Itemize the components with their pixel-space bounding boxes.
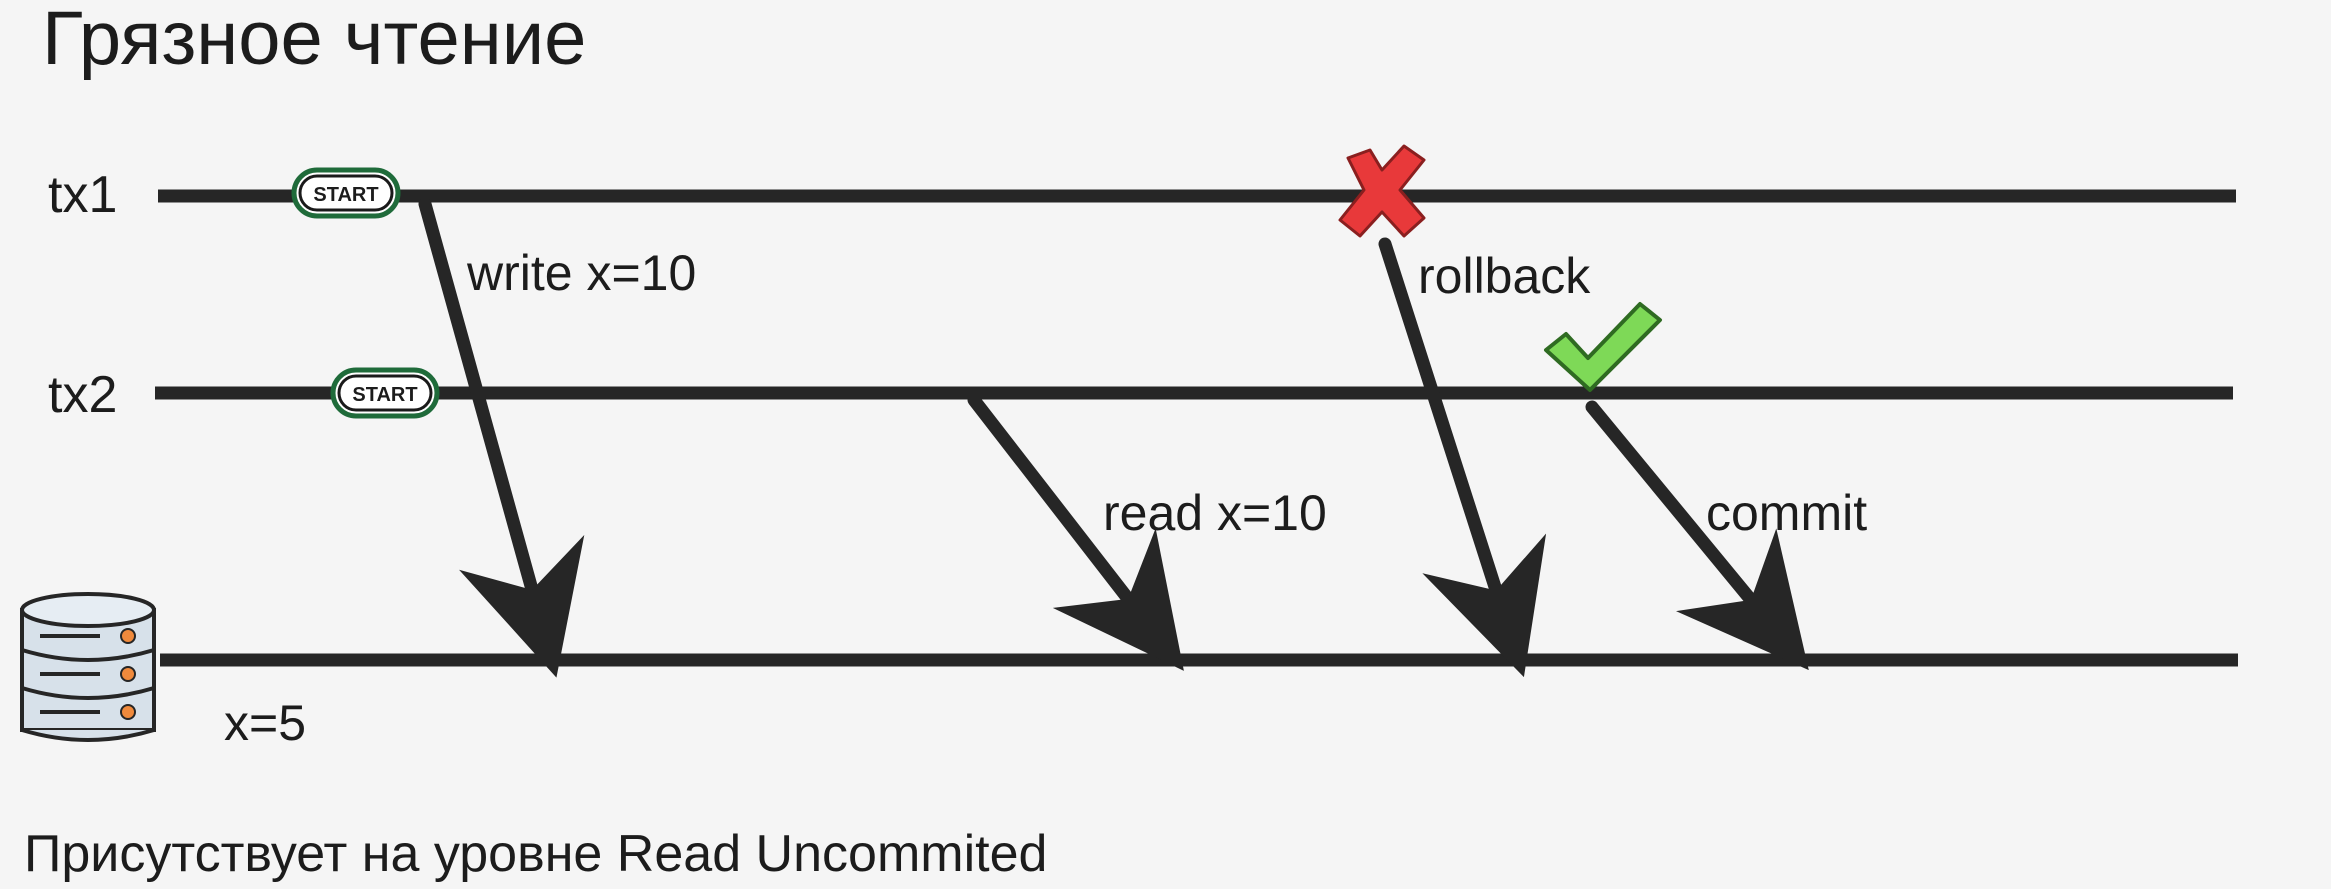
lane-label-tx2: tx2 — [48, 366, 117, 424]
tx2-start-label: START — [352, 384, 417, 406]
tx2-start-badge: START — [330, 367, 440, 419]
database-value-label: x=5 — [224, 695, 306, 751]
write-label: write x=10 — [466, 245, 696, 301]
isolation-level-note: Присутствует на уровне Read Uncommited — [24, 825, 1048, 883]
commit-arrow — [1585, 400, 1809, 671]
commit-label: commit — [1706, 485, 1867, 541]
database-icon — [20, 592, 156, 742]
read-label: read x=10 — [1103, 485, 1327, 541]
write-arrow — [418, 197, 585, 678]
tx1-start-badge: START — [291, 167, 401, 219]
commit-check-icon — [1544, 302, 1662, 392]
rollback-cross-icon — [1338, 144, 1426, 238]
rollback-label: rollback — [1418, 248, 1591, 304]
lane-label-tx1: tx1 — [48, 166, 117, 224]
read-arrow — [967, 393, 1184, 671]
rollback-arrow — [1378, 237, 1547, 678]
page-title: Грязное чтение — [42, 0, 587, 81]
tx1-start-label: START — [313, 184, 378, 206]
